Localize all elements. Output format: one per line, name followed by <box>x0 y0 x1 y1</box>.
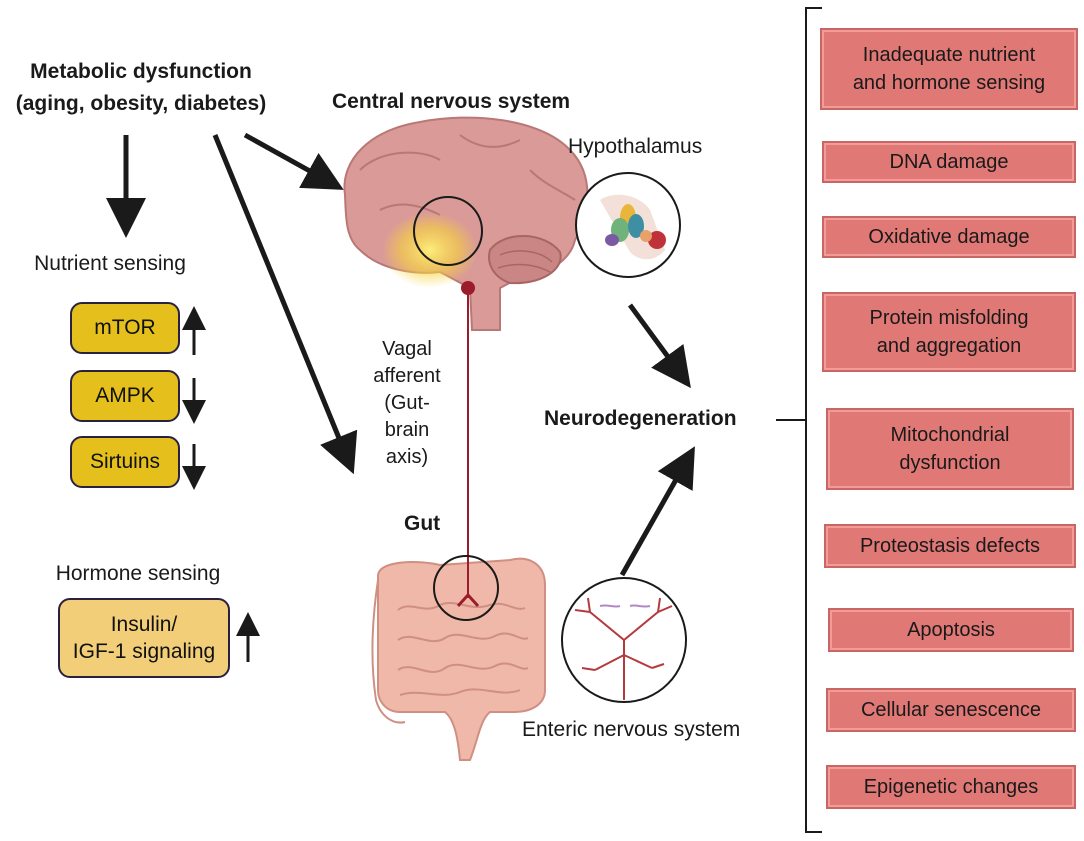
nutrient-label: AMPK <box>95 384 155 407</box>
hallmark-box: Proteostasis defects <box>824 524 1076 568</box>
flow-arrows <box>106 132 695 577</box>
hallmark-label: Epigenetic changes <box>863 776 1039 798</box>
hormone-label: Insulin/ IGF-1 signaling <box>72 613 216 663</box>
gut-illustration <box>371 557 546 761</box>
hallmarks-bracket <box>776 7 822 833</box>
brain-illustration <box>343 116 589 331</box>
hallmark-box: Apoptosis <box>828 608 1074 652</box>
hallmark-label: Proteostasis defects <box>859 535 1041 557</box>
hypothalamus-title: Hypothalamus <box>568 135 703 158</box>
hallmark-box: Protein misfolding and aggregation <box>822 292 1076 372</box>
nutrient-sensing-title: Nutrient sensing <box>34 252 186 275</box>
hallmark-label: DNA damage <box>889 151 1009 173</box>
hallmark-box: Cellular senescence <box>826 688 1076 732</box>
enteric-illustration <box>561 577 687 703</box>
neurodegeneration-title: Neurodegeneration <box>544 407 737 430</box>
hallmark-box: Mitochondrial dysfunction <box>826 408 1074 490</box>
hallmark-box: DNA damage <box>822 141 1076 183</box>
hallmark-label: Mitochondrial dysfunction <box>890 424 1010 474</box>
hallmark-box: Epigenetic changes <box>826 765 1076 809</box>
gut-focus-circle <box>433 555 499 621</box>
hallmark-label: Apoptosis <box>907 619 995 641</box>
trend-arrows <box>182 306 260 662</box>
cns-title: Central nervous system <box>332 90 571 113</box>
arrow-gut-to-neuro <box>619 446 695 577</box>
hallmark-label: Cellular senescence <box>860 699 1042 721</box>
arrow-to-cns <box>243 132 344 190</box>
enteric-nervous-system-title: Enteric nervous system <box>522 718 741 741</box>
metabolic-dysfunction-title: Metabolic dysfunction (aging, obesity, d… <box>15 60 267 115</box>
hormone-sensing-title: Hormone sensing <box>55 562 221 585</box>
nutrient-box-ampk: AMPK <box>70 370 180 422</box>
brain-focus-circle <box>413 196 483 266</box>
hallmark-label: Inadequate nutrient and hormone sensing <box>852 44 1046 94</box>
arrow-to-gut <box>212 134 358 475</box>
hormone-box-insulin: Insulin/ IGF-1 signaling <box>58 598 230 678</box>
nutrient-box-sirtuins: Sirtuins <box>70 436 180 488</box>
vagal-afferent-label: Vagal afferent (Gut-brain axis) <box>373 338 441 468</box>
nutrient-box-mtor: mTOR <box>70 302 180 354</box>
hallmark-label: Oxidative damage <box>868 226 1030 248</box>
hallmark-box: Oxidative damage <box>822 216 1076 258</box>
gut-title: Gut <box>404 512 441 535</box>
vagal-nerve <box>456 281 480 608</box>
hallmark-label: Protein misfolding and aggregation <box>869 307 1029 357</box>
hypothalamus-illustration <box>575 172 681 278</box>
nutrient-label: mTOR <box>94 316 156 339</box>
nutrient-label: Sirtuins <box>89 450 161 473</box>
arrow-hypo-to-neuro <box>627 303 691 389</box>
hallmark-box: Inadequate nutrient and hormone sensing <box>820 28 1078 110</box>
